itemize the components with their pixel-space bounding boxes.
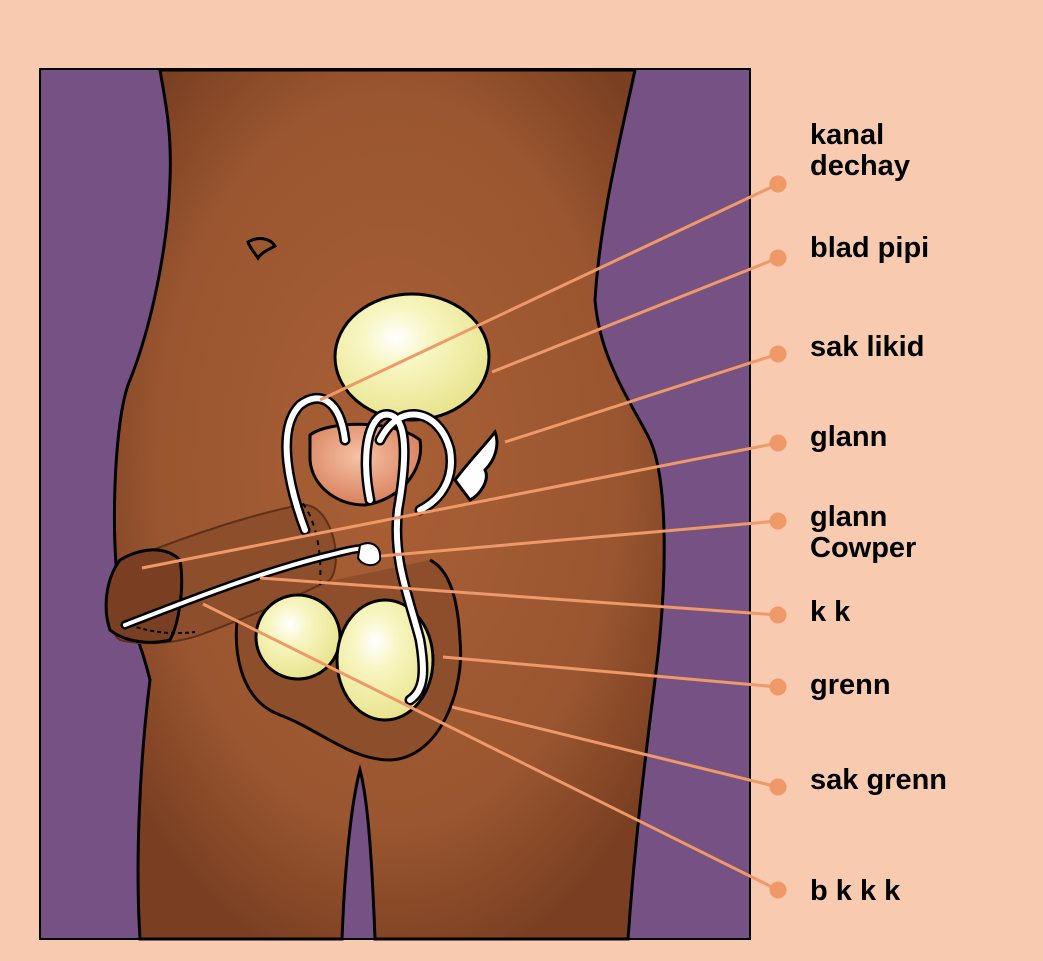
label-line: k k bbox=[810, 597, 850, 628]
label-kanal-dechay: kanal dechay bbox=[810, 120, 910, 182]
leader-dot-sak-grenn bbox=[771, 780, 785, 794]
leader-dot-kanal-dechay bbox=[771, 177, 785, 191]
label-line: Cowper bbox=[810, 533, 916, 564]
label-blad-pipi: blad pipi bbox=[810, 233, 929, 264]
label-line: blad pipi bbox=[810, 233, 929, 264]
body-silhouette bbox=[114, 70, 664, 939]
leader-dot-k-k bbox=[771, 608, 785, 622]
leader-dot-b-k-k-k bbox=[771, 883, 785, 897]
label-grenn: grenn bbox=[810, 670, 891, 701]
label-line: sak grenn bbox=[810, 765, 947, 796]
label-glann: glann bbox=[810, 422, 887, 453]
label-line: kanal bbox=[810, 120, 910, 151]
label-line: grenn bbox=[810, 670, 891, 701]
label-line: b k k k bbox=[810, 876, 900, 907]
cowper-gland bbox=[358, 543, 380, 565]
leader-dot-glann bbox=[771, 436, 785, 450]
leader-dot-blad-pipi bbox=[771, 251, 785, 265]
label-sak-grenn: sak grenn bbox=[810, 765, 947, 796]
leader-dot-grenn bbox=[771, 680, 785, 694]
label-line: glann bbox=[810, 502, 916, 533]
leader-dot-glann-cowper bbox=[771, 514, 785, 528]
label-sak-likid: sak likid bbox=[810, 332, 924, 363]
label-line: glann bbox=[810, 422, 887, 453]
leader-dot-sak-likid bbox=[771, 347, 785, 361]
label-line: dechay bbox=[810, 151, 910, 182]
label-line: sak likid bbox=[810, 332, 924, 363]
label-glann-cowper: glann Cowper bbox=[810, 502, 916, 564]
label-b-k-k-k: b k k k bbox=[810, 876, 900, 907]
label-k-k: k k bbox=[810, 597, 850, 628]
